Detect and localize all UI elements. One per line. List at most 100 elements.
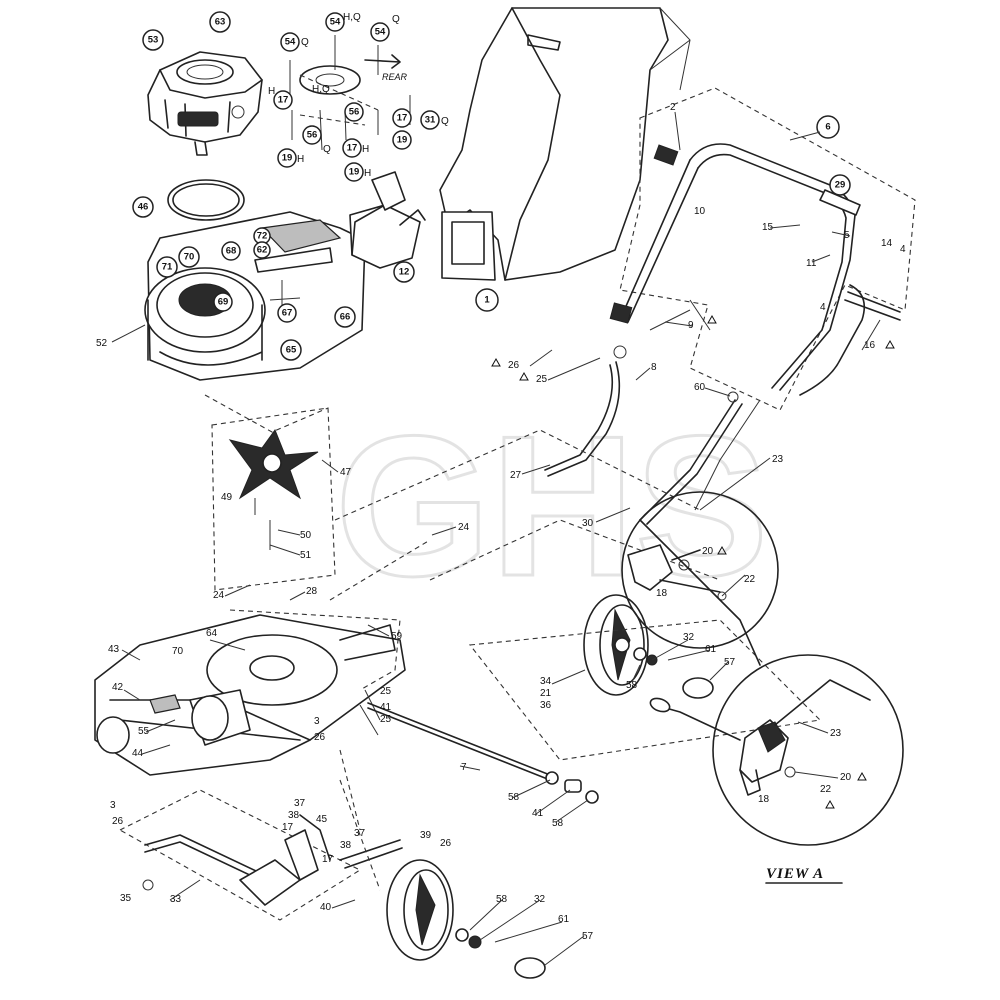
label-58c: 58 xyxy=(496,894,508,905)
label-28: 28 xyxy=(306,586,318,597)
callout-17c: 17 xyxy=(347,143,358,154)
label-20a: 20 xyxy=(702,546,714,557)
label-2: 2 xyxy=(670,102,676,113)
label-22a: 22 xyxy=(744,574,756,585)
rear-wheel xyxy=(386,859,546,979)
leader-lines xyxy=(111,111,881,966)
view-a-title: VIEW A xyxy=(766,866,824,882)
label-33: 33 xyxy=(170,894,182,905)
ring-seal xyxy=(167,179,245,221)
label-4a: 4 xyxy=(900,244,906,255)
label-38a: 38 xyxy=(288,810,300,821)
callout-68: 68 xyxy=(226,246,237,257)
label-52: 52 xyxy=(96,338,108,349)
label-38b: 38 xyxy=(340,840,352,851)
label-7: 7 xyxy=(461,762,467,773)
label-61a: 61 xyxy=(558,914,570,925)
label-18a: 18 xyxy=(656,588,668,599)
note-hq-1: H,Q xyxy=(343,12,361,23)
delta-markers xyxy=(491,314,895,809)
label-24b: 24 xyxy=(213,590,225,601)
callout-46: 46 xyxy=(138,202,149,213)
lower-handle-tubes xyxy=(544,345,761,525)
label-58b: 58 xyxy=(552,818,564,829)
rear-axle xyxy=(367,702,599,804)
callout-54b: 54 xyxy=(330,17,341,28)
label-41: 41 xyxy=(380,702,392,713)
label-17a: 17 xyxy=(282,822,294,833)
label-70: 70 xyxy=(172,646,184,657)
label-11: 11 xyxy=(806,258,817,269)
label-32b: 32 xyxy=(683,632,695,643)
note-h-2: H xyxy=(297,154,304,165)
discharge-chute xyxy=(349,171,426,269)
callout-19a: 19 xyxy=(282,153,293,164)
part-labels: 2 10 15 5 11 14 4 4 16 9 26 25 8 60 23 2… xyxy=(96,102,906,942)
label-32a: 32 xyxy=(534,894,546,905)
label-26b: 26 xyxy=(314,732,326,743)
mount-plate-hardware xyxy=(289,35,411,151)
label-51: 51 xyxy=(300,550,312,561)
label-64: 64 xyxy=(206,628,218,639)
callout-29: 29 xyxy=(835,180,846,191)
label-50: 50 xyxy=(300,530,312,541)
label-23: 23 xyxy=(772,454,784,465)
callout-71: 71 xyxy=(162,262,173,273)
callout-1: 1 xyxy=(484,295,490,306)
callout-6: 6 xyxy=(825,122,830,133)
callout-19b: 19 xyxy=(349,167,360,178)
engine-assembly xyxy=(147,51,263,156)
collection-bag xyxy=(439,7,691,281)
label-20b: 20 xyxy=(840,772,852,783)
label-3a: 3 xyxy=(314,716,320,727)
callout-19c: 19 xyxy=(397,135,408,146)
detail-circle-small xyxy=(621,491,779,649)
label-49: 49 xyxy=(221,492,233,503)
label-26c: 26 xyxy=(112,816,124,827)
label-45: 45 xyxy=(316,814,328,825)
suffix-notes: Q H,Q Q Q H H,Q H H H Q REAR xyxy=(268,12,449,179)
handle-assembly xyxy=(609,87,916,411)
label-26: 26 xyxy=(508,360,520,371)
callout-69: 69 xyxy=(218,297,229,308)
label-41b: 41 xyxy=(532,808,544,819)
note-h-1: H xyxy=(268,86,275,97)
label-21: 21 xyxy=(540,688,552,699)
label-3b: 3 xyxy=(110,800,116,811)
label-8: 8 xyxy=(651,362,657,373)
callout-65: 65 xyxy=(286,345,297,356)
label-25: 25 xyxy=(536,374,548,385)
label-10: 10 xyxy=(694,206,706,217)
label-61b: 61 xyxy=(705,644,717,655)
label-24a: 24 xyxy=(458,522,470,533)
note-h-4: H xyxy=(362,144,369,155)
label-43: 43 xyxy=(108,644,120,655)
label-58d: 58 xyxy=(626,680,638,691)
watermark-text: GHS xyxy=(335,395,768,618)
label-36: 36 xyxy=(540,700,552,711)
height-adjust-frame xyxy=(118,789,403,921)
label-40: 40 xyxy=(320,902,332,913)
label-23b: 23 xyxy=(830,728,842,739)
callout-70: 70 xyxy=(184,252,195,263)
label-4b: 4 xyxy=(820,302,826,313)
front-wheel xyxy=(468,594,822,761)
label-25b: 25 xyxy=(380,686,392,697)
label-26d: 26 xyxy=(440,838,452,849)
label-57b: 57 xyxy=(724,657,736,668)
callout-54c: 54 xyxy=(375,27,386,38)
label-30: 30 xyxy=(582,518,594,529)
callout-17a: 17 xyxy=(278,95,289,106)
label-15: 15 xyxy=(762,222,774,233)
fan-impeller xyxy=(204,394,336,591)
label-35: 35 xyxy=(120,893,132,904)
callout-12: 12 xyxy=(399,267,410,278)
mower-deck xyxy=(94,609,406,776)
connection-lines xyxy=(329,429,721,891)
callout-72: 72 xyxy=(257,231,268,242)
label-42: 42 xyxy=(112,682,124,693)
label-16: 16 xyxy=(864,340,876,351)
label-14: 14 xyxy=(881,238,893,249)
label-55: 55 xyxy=(138,726,150,737)
note-hq-2: H,Q xyxy=(312,84,330,95)
